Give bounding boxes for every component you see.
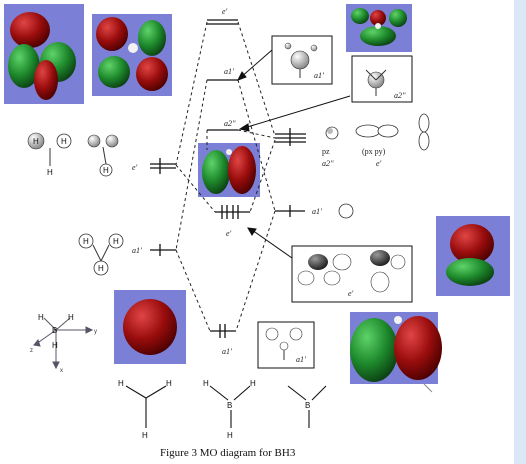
axis-label-y: y: [94, 329, 97, 335]
axes-atom-h-3: H: [52, 341, 58, 350]
boron-orbital-s: [338, 203, 354, 219]
mo-panel-top-right: [346, 4, 412, 52]
label-pz: pz: [322, 147, 330, 156]
axes-atom-h-2: H: [68, 313, 74, 322]
box-label-a1-top: a1': [314, 71, 324, 80]
axis-label-z: z: [30, 348, 33, 354]
struct3-b: B: [305, 401, 310, 410]
struct1-h-1: H: [118, 379, 124, 388]
struct2-h-1: H: [203, 379, 209, 388]
atom-h-4: H: [103, 166, 109, 175]
box-a2: [351, 55, 413, 103]
label-pxpy: (px py): [362, 147, 386, 156]
pointer-arrows: [236, 49, 351, 259]
correlation-lines: [175, 21, 276, 332]
box-label-e: e': [348, 289, 354, 298]
label-a1-left: a1': [132, 246, 142, 255]
atom-h-2: H: [61, 137, 67, 146]
label-a2-upper: a2'': [224, 119, 236, 128]
label-e-left: e': [132, 163, 138, 172]
box-a1-top: [271, 35, 333, 85]
struct2-h-3: H: [227, 431, 233, 440]
label-e-top: e': [222, 7, 228, 16]
atom-h-1: H: [33, 137, 39, 146]
h3-fragment-a1: [78, 233, 124, 276]
mo-panel-top-left-1: [4, 4, 84, 104]
struct2-h-2: H: [250, 379, 256, 388]
bh3-structures: [125, 385, 327, 428]
mo-panel-right-low: [350, 312, 442, 393]
boron-orbital-pz-vertical: [418, 113, 430, 151]
mo-panel-center: [198, 143, 260, 197]
axes-atom-b: B: [52, 326, 57, 335]
atom-h-7: H: [98, 264, 104, 273]
box-e: [291, 245, 413, 303]
mo-panel-left-low: [114, 290, 186, 364]
boron-orbital-pz: [325, 126, 339, 140]
mo-panel-right-mid: [436, 216, 510, 296]
coordinate-axes: [33, 317, 94, 370]
struct1-h-3: H: [142, 431, 148, 440]
box-a1-low: [257, 321, 315, 369]
mo-panel-top-left-2: [92, 14, 172, 96]
boron-orbital-pxpy: [355, 124, 399, 138]
atom-h-5: H: [83, 237, 89, 246]
h3-fragment-e-1: [27, 132, 72, 166]
electron-pairs: [159, 128, 291, 338]
label-a1-low: a1': [222, 347, 232, 356]
label-pz-symmetry: a2'': [322, 159, 334, 168]
atom-h-3: H: [47, 168, 53, 177]
label-e-mid: e': [226, 229, 232, 238]
label-pxpy-symmetry: e': [376, 159, 382, 168]
figure-caption: Figure 3 MO diagram for BH3: [160, 447, 296, 459]
page-edge-strip: [514, 0, 526, 464]
h3-fragment-e-2: [87, 134, 119, 177]
box-label-a1-low: a1': [296, 355, 306, 364]
label-a1-right: a1': [312, 207, 322, 216]
struct2-b: B: [227, 401, 232, 410]
box-label-a2: a2'': [394, 91, 406, 100]
axis-label-x: x: [60, 368, 63, 374]
struct1-h-2: H: [166, 379, 172, 388]
label-a1-upper: a1': [224, 67, 234, 76]
axes-atom-h-1: H: [38, 313, 44, 322]
atom-h-6: H: [113, 237, 119, 246]
